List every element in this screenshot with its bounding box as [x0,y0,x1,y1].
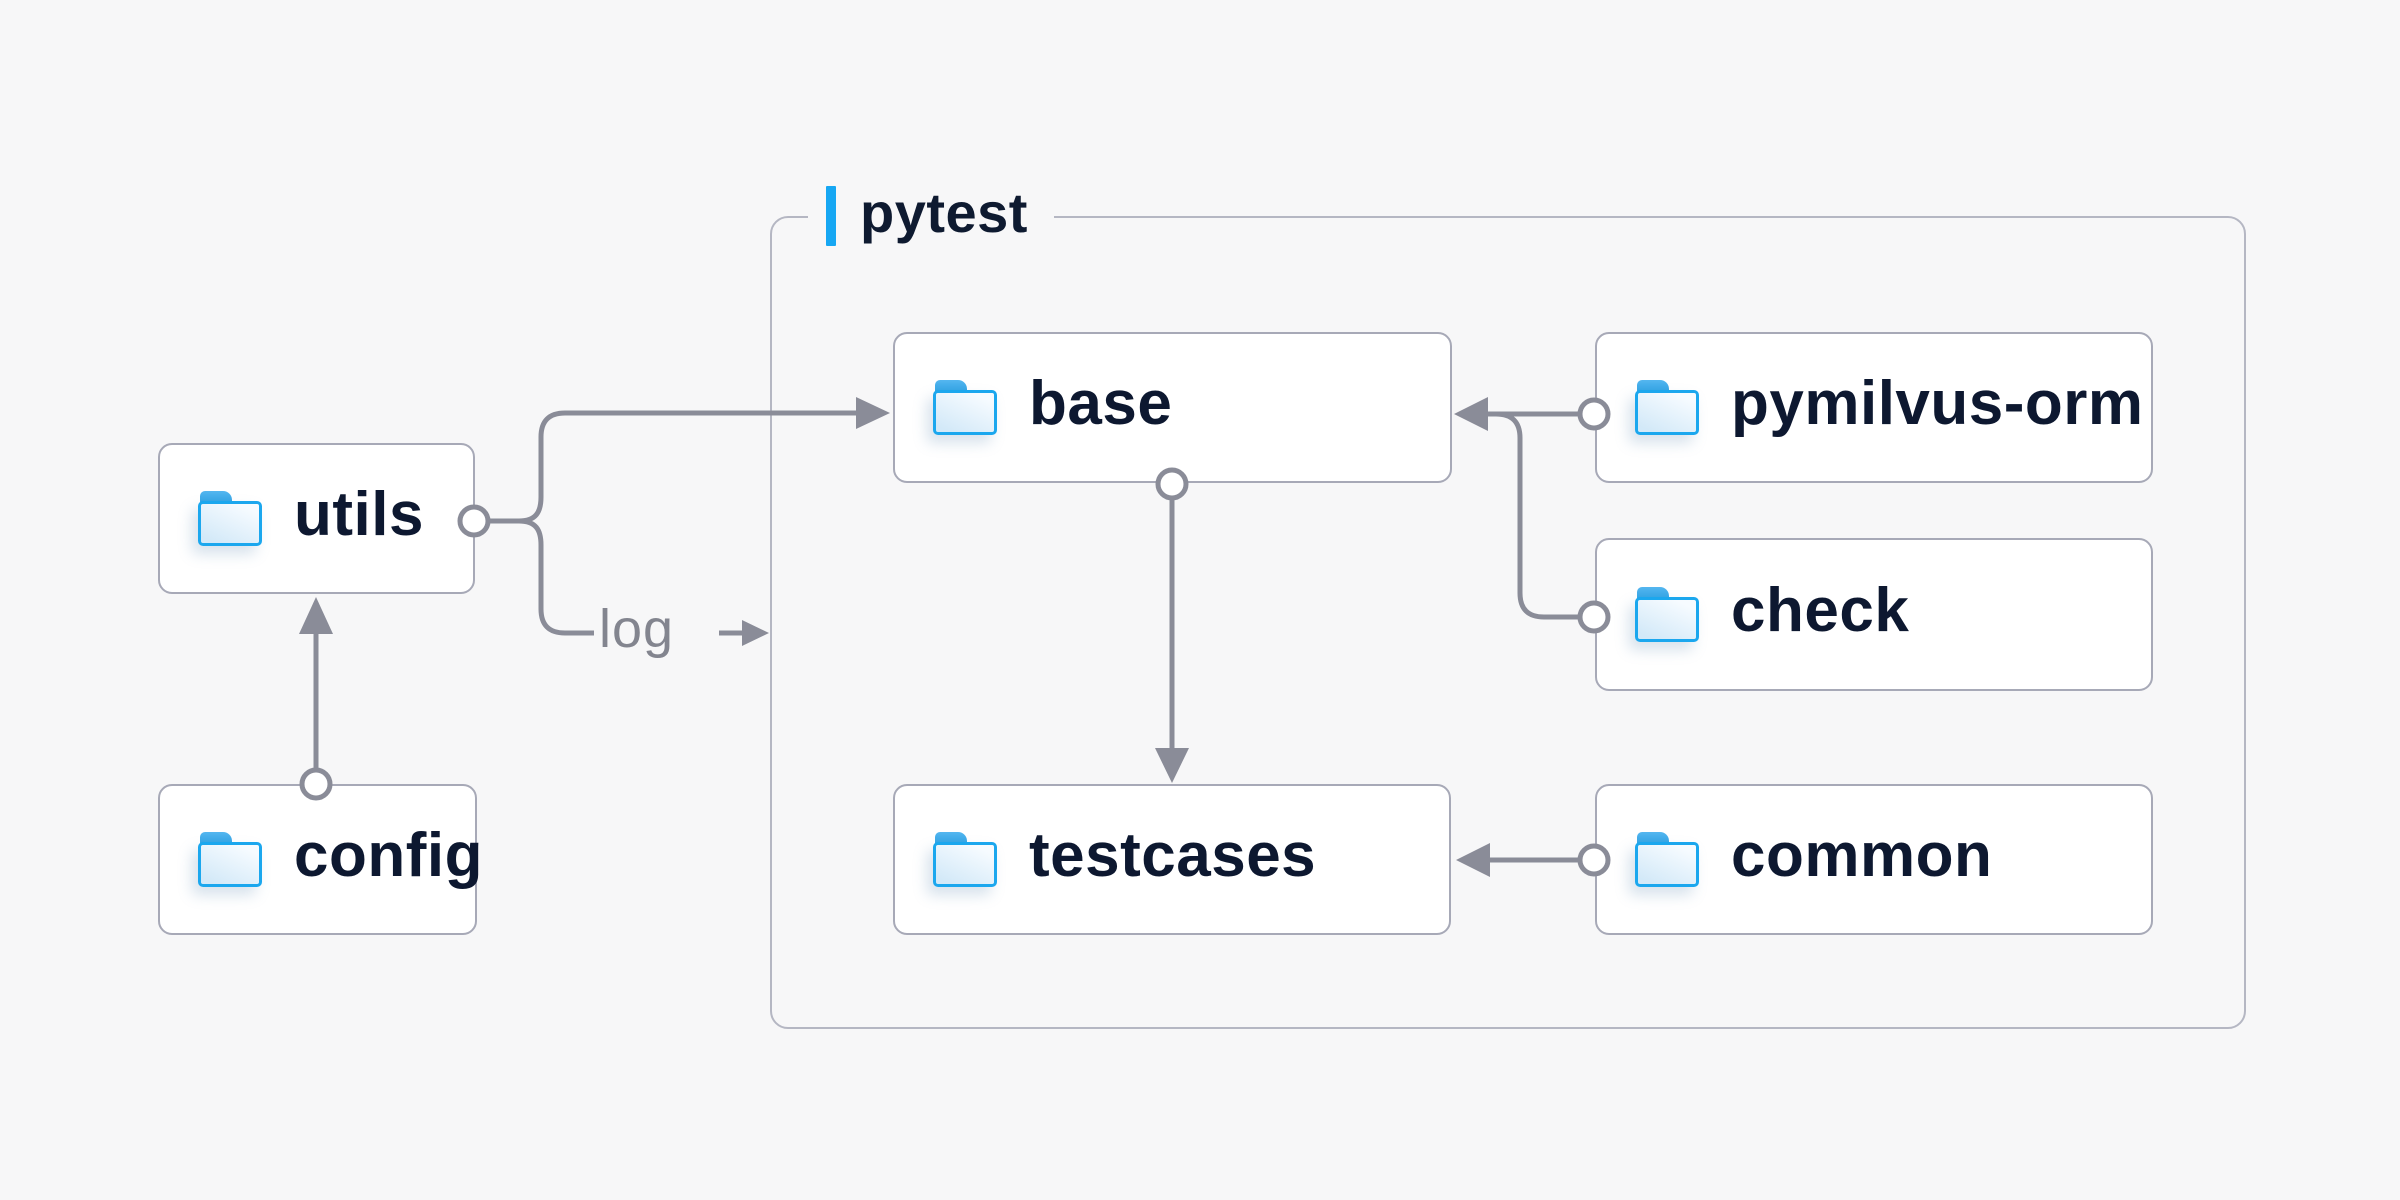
folder-icon [1635,832,1701,887]
accent-bar [826,185,836,246]
node-utils: utils [158,443,475,594]
edge-label-log: log [599,599,675,659]
node-label: pymilvus-orm [1731,368,2144,438]
folder-icon [1635,380,1701,435]
group-title: pytest [860,180,1028,244]
node-label: base [1029,368,1173,438]
node-common: common [1595,784,2153,935]
node-label: config [294,820,483,890]
node-label: testcases [1029,820,1317,890]
edge-config-utils [299,597,333,801]
node-testcases: testcases [893,784,1451,935]
pytest-group-container [770,216,2246,1029]
node-pymilvus-orm: pymilvus-orm [1595,332,2153,483]
pytest-group-label: pytest [808,184,1054,247]
folder-icon [1635,587,1701,642]
node-config: config [158,784,482,935]
node-label: check [1731,575,1910,645]
folder-icon [933,832,999,887]
folder-icon [933,380,999,435]
folder-icon [198,832,264,887]
node-label: common [1731,820,1993,890]
node-base: base [893,332,1452,483]
folder-icon [198,491,264,546]
node-check: check [1595,538,2153,691]
node-label: utils [294,479,424,549]
